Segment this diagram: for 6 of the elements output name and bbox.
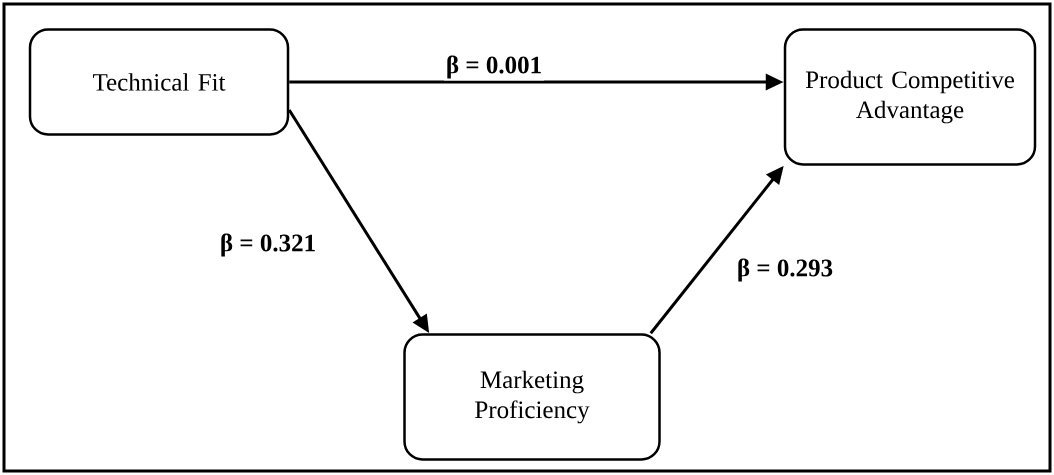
rounded-box: Marketing Proficiency xyxy=(403,333,661,461)
edge-label: β = 0.321 xyxy=(217,231,319,259)
rounded-box: Technical Fit xyxy=(28,28,290,136)
rounded-box: Product Competitive Advantage xyxy=(783,28,1037,166)
edge-label: β = 0.001 xyxy=(443,53,545,81)
edge-label: β = 0.293 xyxy=(734,256,836,284)
